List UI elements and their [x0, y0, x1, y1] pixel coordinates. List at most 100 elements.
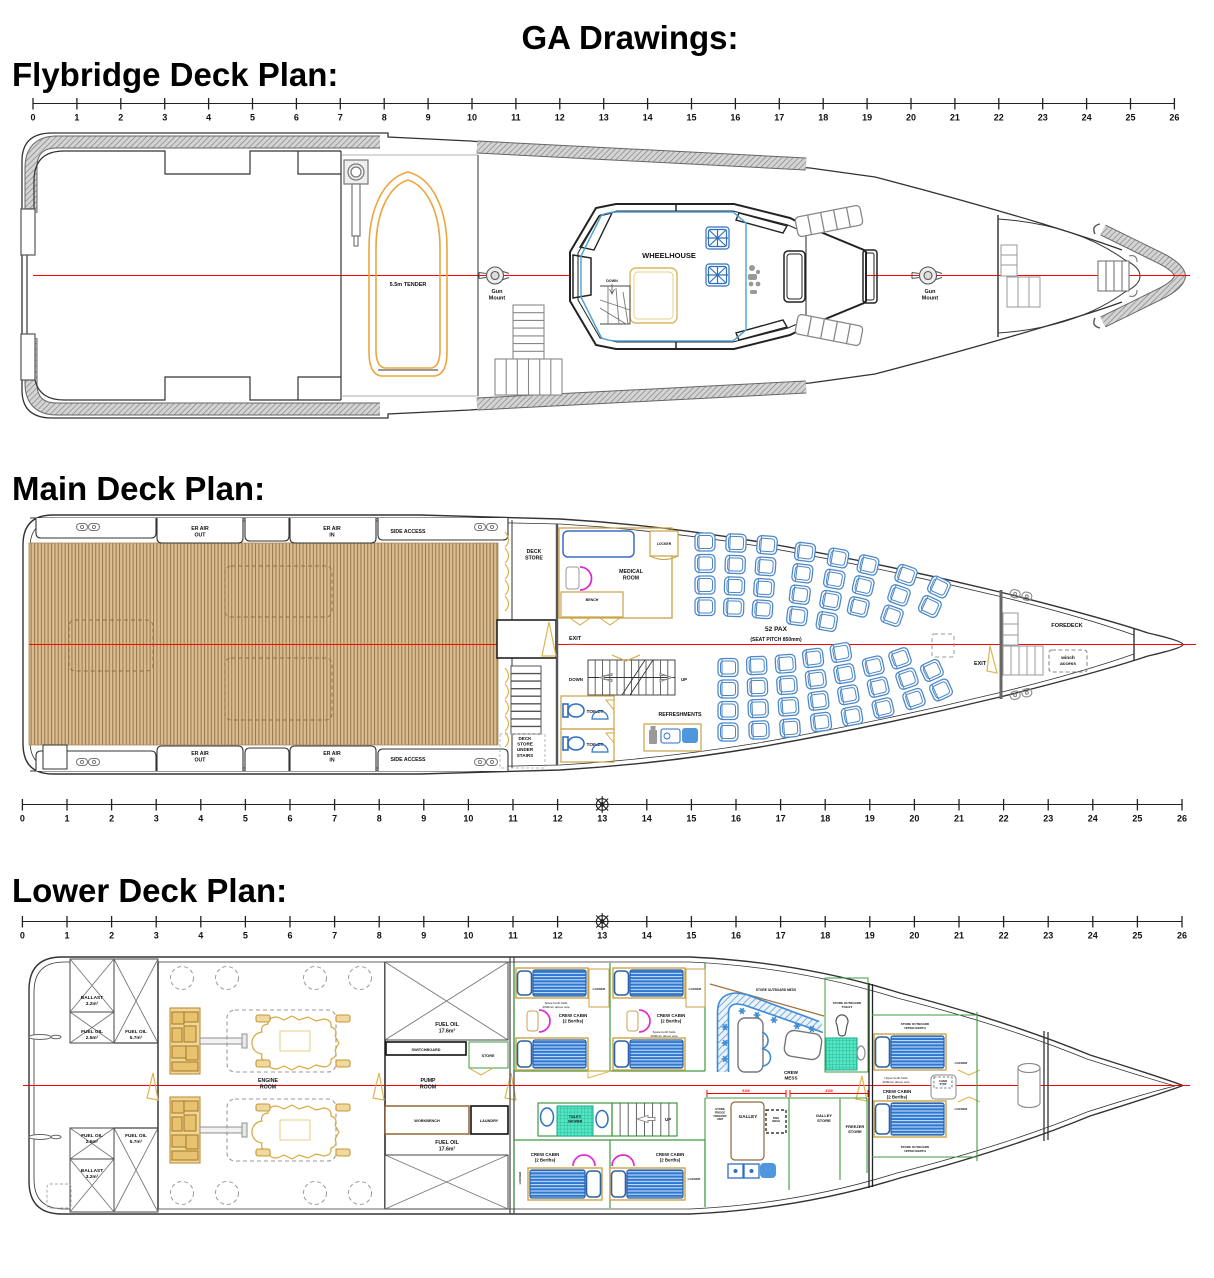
svg-text:1: 1: [74, 113, 79, 123]
svg-text:0: 0: [30, 113, 35, 123]
svg-text:4: 4: [198, 931, 203, 941]
svg-text:19: 19: [865, 814, 875, 824]
svg-text:3: 3: [154, 931, 159, 941]
svg-text:14: 14: [642, 814, 652, 824]
svg-text:7: 7: [332, 931, 337, 941]
svg-text:11: 11: [508, 931, 518, 941]
svg-text:UPPER BERTH: UPPER BERTH: [904, 1149, 926, 1153]
svg-text:2.5m³: 2.5m³: [86, 1035, 99, 1041]
svg-text:19: 19: [865, 931, 875, 941]
svg-text:11: 11: [511, 113, 521, 123]
svg-text:24: 24: [1088, 931, 1098, 941]
svg-text:ROOM: ROOM: [420, 1084, 436, 1090]
svg-text:25: 25: [1132, 931, 1142, 941]
svg-text:Main Deck Plan:: Main Deck Plan:: [12, 470, 265, 507]
svg-text:23: 23: [1038, 113, 1048, 123]
svg-text:9: 9: [426, 113, 431, 123]
svg-text:20: 20: [909, 931, 919, 941]
svg-text:25: 25: [1132, 814, 1142, 824]
svg-text:IN: IN: [329, 532, 334, 538]
svg-text:6: 6: [294, 113, 299, 123]
svg-text:5.7m³: 5.7m³: [130, 1139, 143, 1145]
svg-text:UNDER: UNDER: [517, 747, 534, 752]
svg-text:10: 10: [467, 113, 477, 123]
svg-text:LOCKER: LOCKER: [518, 1171, 522, 1185]
svg-text:5.5m TENDER: 5.5m TENDER: [390, 282, 427, 288]
svg-text:16: 16: [731, 814, 741, 824]
svg-text:UP: UP: [665, 1117, 671, 1122]
svg-text:18: 18: [818, 113, 828, 123]
svg-text:WASH: WASH: [772, 1119, 780, 1123]
svg-text:13: 13: [597, 814, 607, 824]
svg-text:MEDICAL: MEDICAL: [619, 569, 643, 575]
svg-text:CREW CABIN: CREW CABIN: [656, 1152, 685, 1157]
svg-text:Spare berth folds: Spare berth folds: [545, 1001, 568, 1005]
svg-text:21: 21: [954, 814, 964, 824]
svg-text:4: 4: [198, 814, 203, 824]
svg-text:access: access: [1060, 662, 1076, 667]
svg-text:17.6m³: 17.6m³: [439, 1028, 456, 1034]
svg-text:LAUNDRY: LAUNDRY: [480, 1119, 499, 1123]
svg-text:21: 21: [950, 113, 960, 123]
svg-text:2000mm above sole: 2000mm above sole: [882, 1080, 909, 1084]
svg-text:18: 18: [820, 814, 830, 824]
svg-text:3.2m³: 3.2m³: [86, 1001, 99, 1007]
svg-text:17: 17: [774, 113, 784, 123]
svg-text:(SEAT PITCH 850mm): (SEAT PITCH 850mm): [750, 637, 802, 643]
svg-text:(2 Berths): (2 Berths): [661, 1018, 682, 1023]
svg-text:REFRESHMENTS: REFRESHMENTS: [659, 712, 702, 718]
svg-text:Gun: Gun: [925, 289, 937, 295]
svg-text:STORE: STORE: [525, 555, 543, 561]
svg-text:26: 26: [1177, 814, 1187, 824]
svg-text:STORE OUTBOARD: STORE OUTBOARD: [901, 1022, 930, 1026]
svg-text:21: 21: [954, 931, 964, 941]
svg-text:7: 7: [332, 814, 337, 824]
svg-text:STORE: STORE: [848, 1129, 862, 1134]
svg-text:WHEELHOUSE: WHEELHOUSE: [642, 251, 696, 260]
svg-text:SIDE ACCESS: SIDE ACCESS: [391, 757, 427, 763]
svg-text:GALLEY: GALLEY: [739, 1114, 758, 1119]
svg-text:1: 1: [64, 814, 69, 824]
svg-text:FUEL OIL: FUEL OIL: [125, 1029, 147, 1035]
svg-text:EXIT: EXIT: [569, 636, 582, 642]
svg-text:OUT: OUT: [195, 757, 207, 763]
svg-text:SWITCHBOARD: SWITCHBOARD: [412, 1048, 441, 1052]
svg-text:SIDE ACCESS: SIDE ACCESS: [391, 529, 427, 535]
svg-text:15: 15: [686, 814, 696, 824]
svg-text:FUEL OIL: FUEL OIL: [81, 1029, 103, 1035]
svg-text:Flybridge Deck Plan:: Flybridge Deck Plan:: [12, 56, 338, 93]
svg-text:Mount: Mount: [922, 296, 939, 302]
svg-text:OUT: OUT: [195, 532, 207, 538]
svg-text:STORE: STORE: [715, 1107, 725, 1111]
svg-text:15: 15: [686, 931, 696, 941]
svg-text:1100mm: 1100mm: [569, 642, 581, 646]
svg-text:GA Drawings:: GA Drawings:: [522, 19, 739, 56]
svg-text:17.6m³: 17.6m³: [439, 1146, 456, 1152]
svg-text:SHOWER: SHOWER: [568, 1119, 583, 1123]
svg-text:0: 0: [20, 814, 25, 824]
svg-text:23: 23: [1043, 931, 1053, 941]
svg-text:8: 8: [377, 931, 382, 941]
svg-text:LOCKER: LOCKER: [657, 542, 672, 546]
svg-text:STORE OUTBOARD: STORE OUTBOARD: [901, 1145, 930, 1149]
svg-text:CREW: CREW: [784, 1070, 799, 1075]
svg-text:TOILET: TOILET: [842, 1005, 853, 1009]
svg-text:Gun: Gun: [492, 289, 504, 295]
svg-text:22: 22: [994, 113, 1004, 123]
svg-text:12: 12: [553, 931, 563, 941]
svg-text:STORE: STORE: [817, 1118, 831, 1123]
svg-text:1: 1: [64, 931, 69, 941]
svg-text:IN: IN: [329, 757, 334, 763]
svg-text:DOWN: DOWN: [606, 279, 618, 283]
svg-text:12: 12: [553, 814, 563, 824]
svg-text:STORE OUTBOARD MESS: STORE OUTBOARD MESS: [756, 988, 796, 992]
svg-text:EXIT: EXIT: [974, 661, 987, 667]
svg-text:19: 19: [862, 113, 872, 123]
svg-text:2: 2: [118, 113, 123, 123]
svg-text:MESS: MESS: [784, 1075, 797, 1080]
svg-text:13: 13: [597, 931, 607, 941]
svg-text:3100: 3100: [825, 1089, 833, 1093]
svg-text:CREW CABIN: CREW CABIN: [559, 1013, 588, 1018]
svg-text:FUEL OIL: FUEL OIL: [125, 1133, 147, 1139]
svg-text:52 PAX: 52 PAX: [765, 626, 788, 633]
